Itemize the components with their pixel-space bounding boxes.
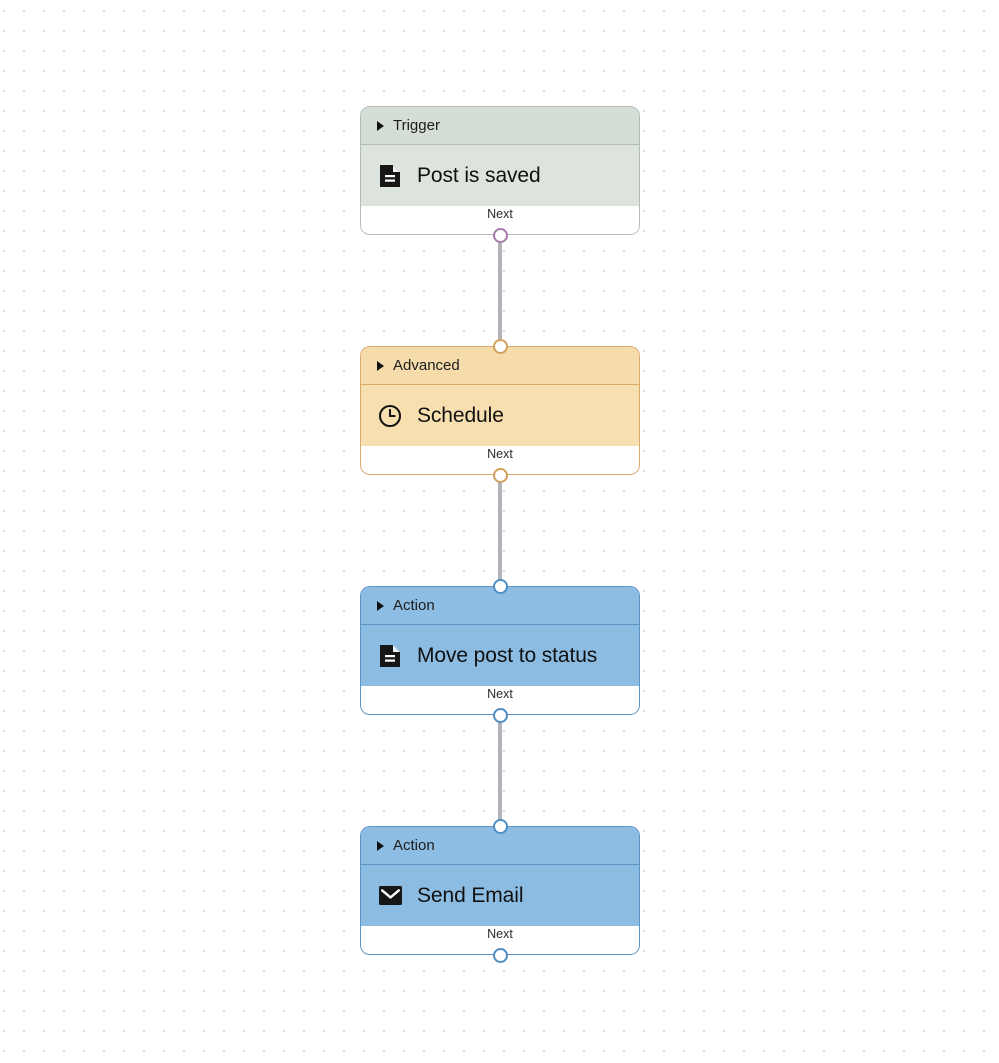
node-output-port[interactable] xyxy=(492,947,508,963)
node-header-trigger[interactable]: Trigger xyxy=(361,107,639,145)
node-title: Post is saved xyxy=(417,163,541,187)
node-input-port[interactable] xyxy=(492,818,508,834)
node-footer-next[interactable]: Next xyxy=(361,446,639,474)
node-category-label: Trigger xyxy=(393,117,440,134)
node-body-action[interactable]: Move post to status xyxy=(361,625,639,686)
node-body-action[interactable]: Send Email xyxy=(361,865,639,926)
node-output-port[interactable] xyxy=(492,227,508,243)
node-category-label: Action xyxy=(393,837,435,854)
node-output-port[interactable] xyxy=(492,467,508,483)
node-category-label: Advanced xyxy=(393,357,460,374)
document-icon xyxy=(377,643,403,669)
clock-icon xyxy=(377,403,403,429)
node-title: Send Email xyxy=(417,883,524,907)
node-body-advanced[interactable]: Schedule xyxy=(361,385,639,446)
workflow-node-advanced[interactable]: Advanced Schedule Next xyxy=(360,338,640,483)
node-category-label: Action xyxy=(393,597,435,614)
node-output-port[interactable] xyxy=(492,707,508,723)
node-title: Move post to status xyxy=(417,643,598,667)
next-label: Next xyxy=(487,687,513,701)
node-title: Schedule xyxy=(417,403,504,427)
envelope-icon xyxy=(377,883,403,909)
next-label: Next xyxy=(487,447,513,461)
node-input-port[interactable] xyxy=(492,578,508,594)
document-icon xyxy=(377,163,403,189)
workflow-node-trigger[interactable]: Trigger Post is saved Next xyxy=(360,106,640,243)
next-label: Next xyxy=(487,207,513,221)
chevron-right-icon[interactable] xyxy=(377,120,384,131)
node-body-trigger[interactable]: Post is saved xyxy=(361,145,639,206)
chevron-right-icon[interactable] xyxy=(377,360,384,371)
chevron-right-icon[interactable] xyxy=(377,600,384,611)
workflow-node-action-move-post[interactable]: Action Move post to status Next xyxy=(360,578,640,723)
workflow-node-action-send-email[interactable]: Action Send Email Next xyxy=(360,818,640,963)
node-input-port[interactable] xyxy=(492,338,508,354)
next-label: Next xyxy=(487,927,513,941)
chevron-right-icon[interactable] xyxy=(377,840,384,851)
